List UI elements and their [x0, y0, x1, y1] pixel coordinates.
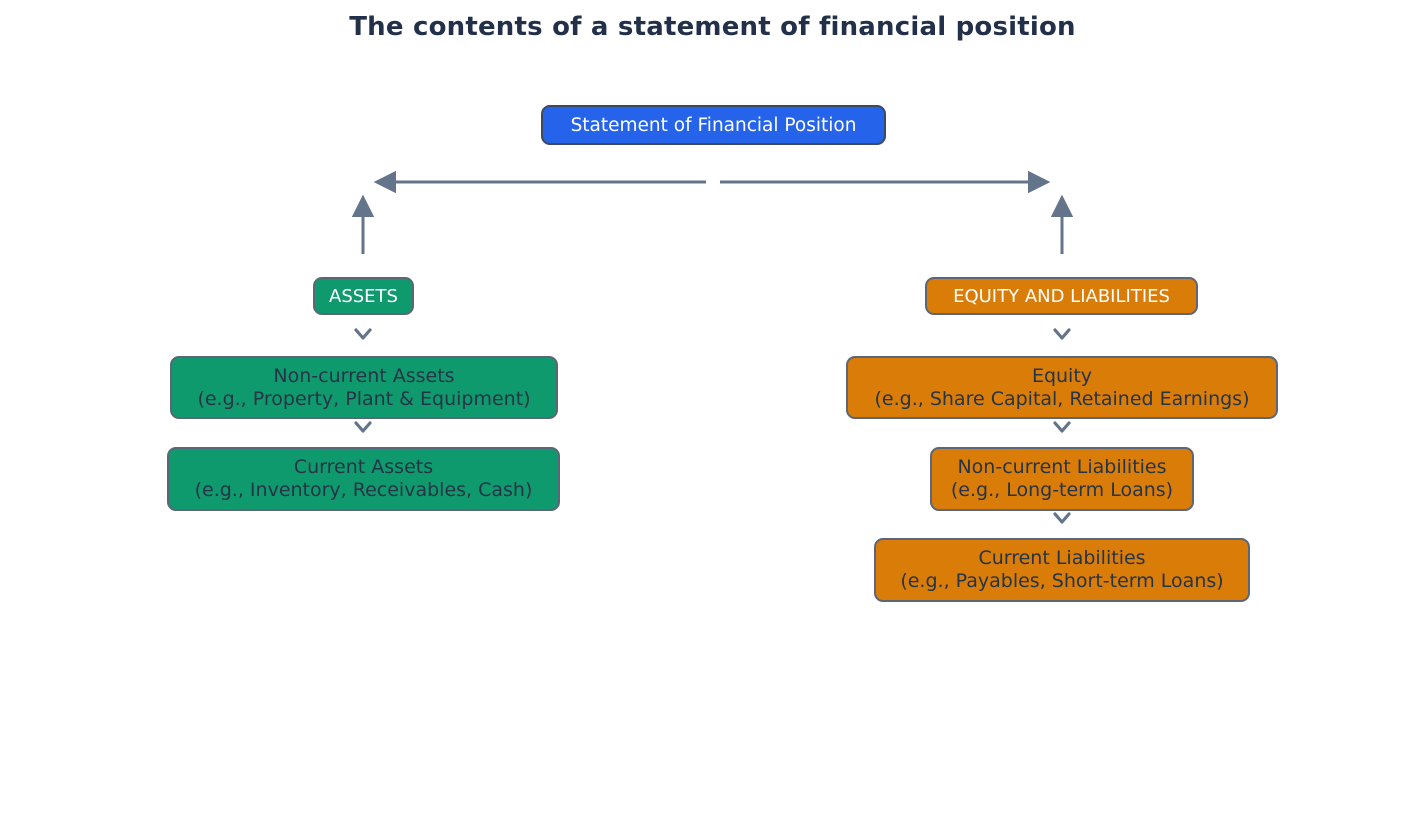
node-equity-liabilities-header: EQUITY AND LIABILITIES	[925, 277, 1198, 315]
chevron-down-icon	[354, 421, 372, 433]
node-non-current-assets: Non-current Assets (e.g., Property, Plan…	[170, 356, 558, 419]
current-assets-examples: (e.g., Inventory, Receivables, Cash)	[194, 479, 533, 501]
node-assets-header: ASSETS	[313, 277, 414, 315]
root-node-label: Statement of Financial Position	[570, 114, 857, 136]
equity-examples: (e.g., Share Capital, Retained Earnings)	[874, 387, 1250, 410]
current-liabilities-title: Current Liabilities	[978, 547, 1146, 569]
node-current-assets: Current Assets (e.g., Inventory, Receiva…	[167, 447, 560, 511]
non-current-assets-title: Non-current Assets	[273, 364, 455, 387]
current-liabilities-examples: (e.g., Payables, Short-term Loans)	[900, 570, 1224, 592]
node-non-current-liabilities: Non-current Liabilities (e.g., Long-term…	[930, 447, 1194, 511]
equity-liabilities-header-label: EQUITY AND LIABILITIES	[953, 285, 1170, 307]
current-assets-title: Current Assets	[293, 456, 434, 478]
node-equity: Equity (e.g., Share Capital, Retained Ea…	[846, 356, 1278, 419]
chevron-down-icon	[1053, 328, 1071, 340]
non-current-liabilities-title: Non-current Liabilities	[957, 456, 1167, 478]
page-title: The contents of a statement of financial…	[349, 12, 1076, 42]
chevron-down-icon	[1053, 512, 1071, 524]
node-current-liabilities: Current Liabilities (e.g., Payables, Sho…	[874, 538, 1250, 602]
chevron-down-icon	[1053, 421, 1071, 433]
node-statement-of-financial-position: Statement of Financial Position	[541, 105, 886, 145]
non-current-liabilities-examples: (e.g., Long-term Loans)	[950, 479, 1174, 501]
assets-header-label: ASSETS	[329, 285, 398, 307]
non-current-assets-examples: (e.g., Property, Plant & Equipment)	[197, 387, 531, 410]
equity-title: Equity	[1031, 364, 1093, 387]
chevron-down-icon	[354, 328, 372, 340]
